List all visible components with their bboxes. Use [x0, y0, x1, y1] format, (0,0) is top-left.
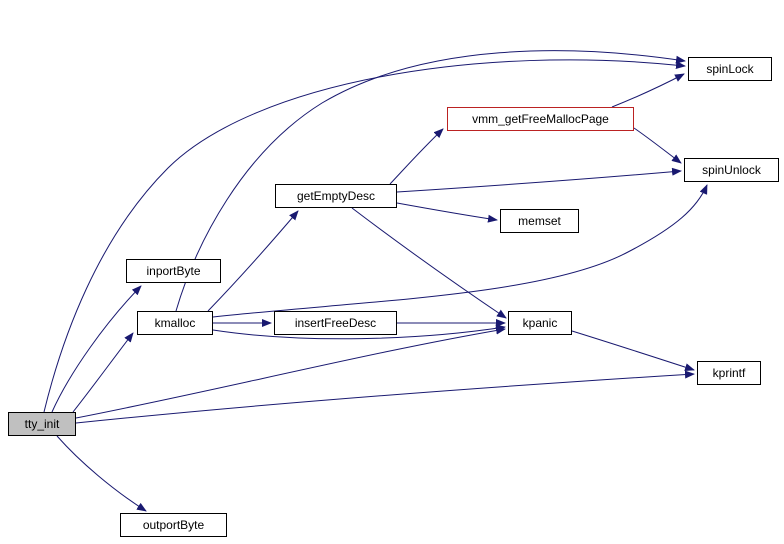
node-spinUnlock[interactable]: spinUnlock — [684, 158, 779, 182]
node-vmm_getFreeMallocPage[interactable]: vmm_getFreeMallocPage — [447, 107, 634, 131]
node-getEmptyDesc[interactable]: getEmptyDesc — [275, 184, 397, 208]
edge-tty_init-to-spinLock — [43, 59, 686, 413]
node-spinLock[interactable]: spinLock — [688, 57, 772, 81]
node-memset[interactable]: memset — [500, 209, 579, 233]
edge-getEmptyDesc-to-vmm_getFreeMallocPage — [389, 128, 444, 185]
edge-tty_init-to-inportByte — [51, 285, 142, 413]
edge-vmm_getFreeMallocPage-to-spinUnlock — [633, 127, 682, 164]
edge-kmalloc-to-getEmptyDesc — [207, 210, 299, 312]
node-insertFreeDesc[interactable]: insertFreeDesc — [274, 311, 397, 335]
edge-kpanic-to-kprintf — [571, 330, 695, 372]
node-kprintf[interactable]: kprintf — [697, 361, 761, 385]
node-kpanic[interactable]: kpanic — [508, 311, 572, 335]
node-tty_init[interactable]: tty_init — [8, 412, 76, 436]
edge-tty_init-to-outportByte — [56, 435, 147, 512]
edge-kmalloc-to-spinLock — [175, 50, 686, 312]
edge-getEmptyDesc-to-spinUnlock — [396, 167, 682, 193]
node-kmalloc[interactable]: kmalloc — [137, 311, 213, 335]
edge-vmm_getFreeMallocPage-to-spinLock — [611, 73, 685, 108]
node-outportByte[interactable]: outportByte — [120, 513, 227, 537]
edge-tty_init-to-kmalloc — [72, 332, 134, 413]
edge-tty_init-to-kprintf — [75, 370, 695, 424]
node-inportByte[interactable]: inportByte — [126, 259, 221, 283]
edge-getEmptyDesc-to-memset — [396, 202, 498, 223]
edge-tty_init-to-kpanic — [75, 326, 506, 419]
edge-getEmptyDesc-to-kpanic — [351, 207, 507, 319]
edge-kmalloc-to-spinUnlock — [212, 184, 708, 318]
edge-kmalloc-to-kpanic — [212, 324, 506, 340]
